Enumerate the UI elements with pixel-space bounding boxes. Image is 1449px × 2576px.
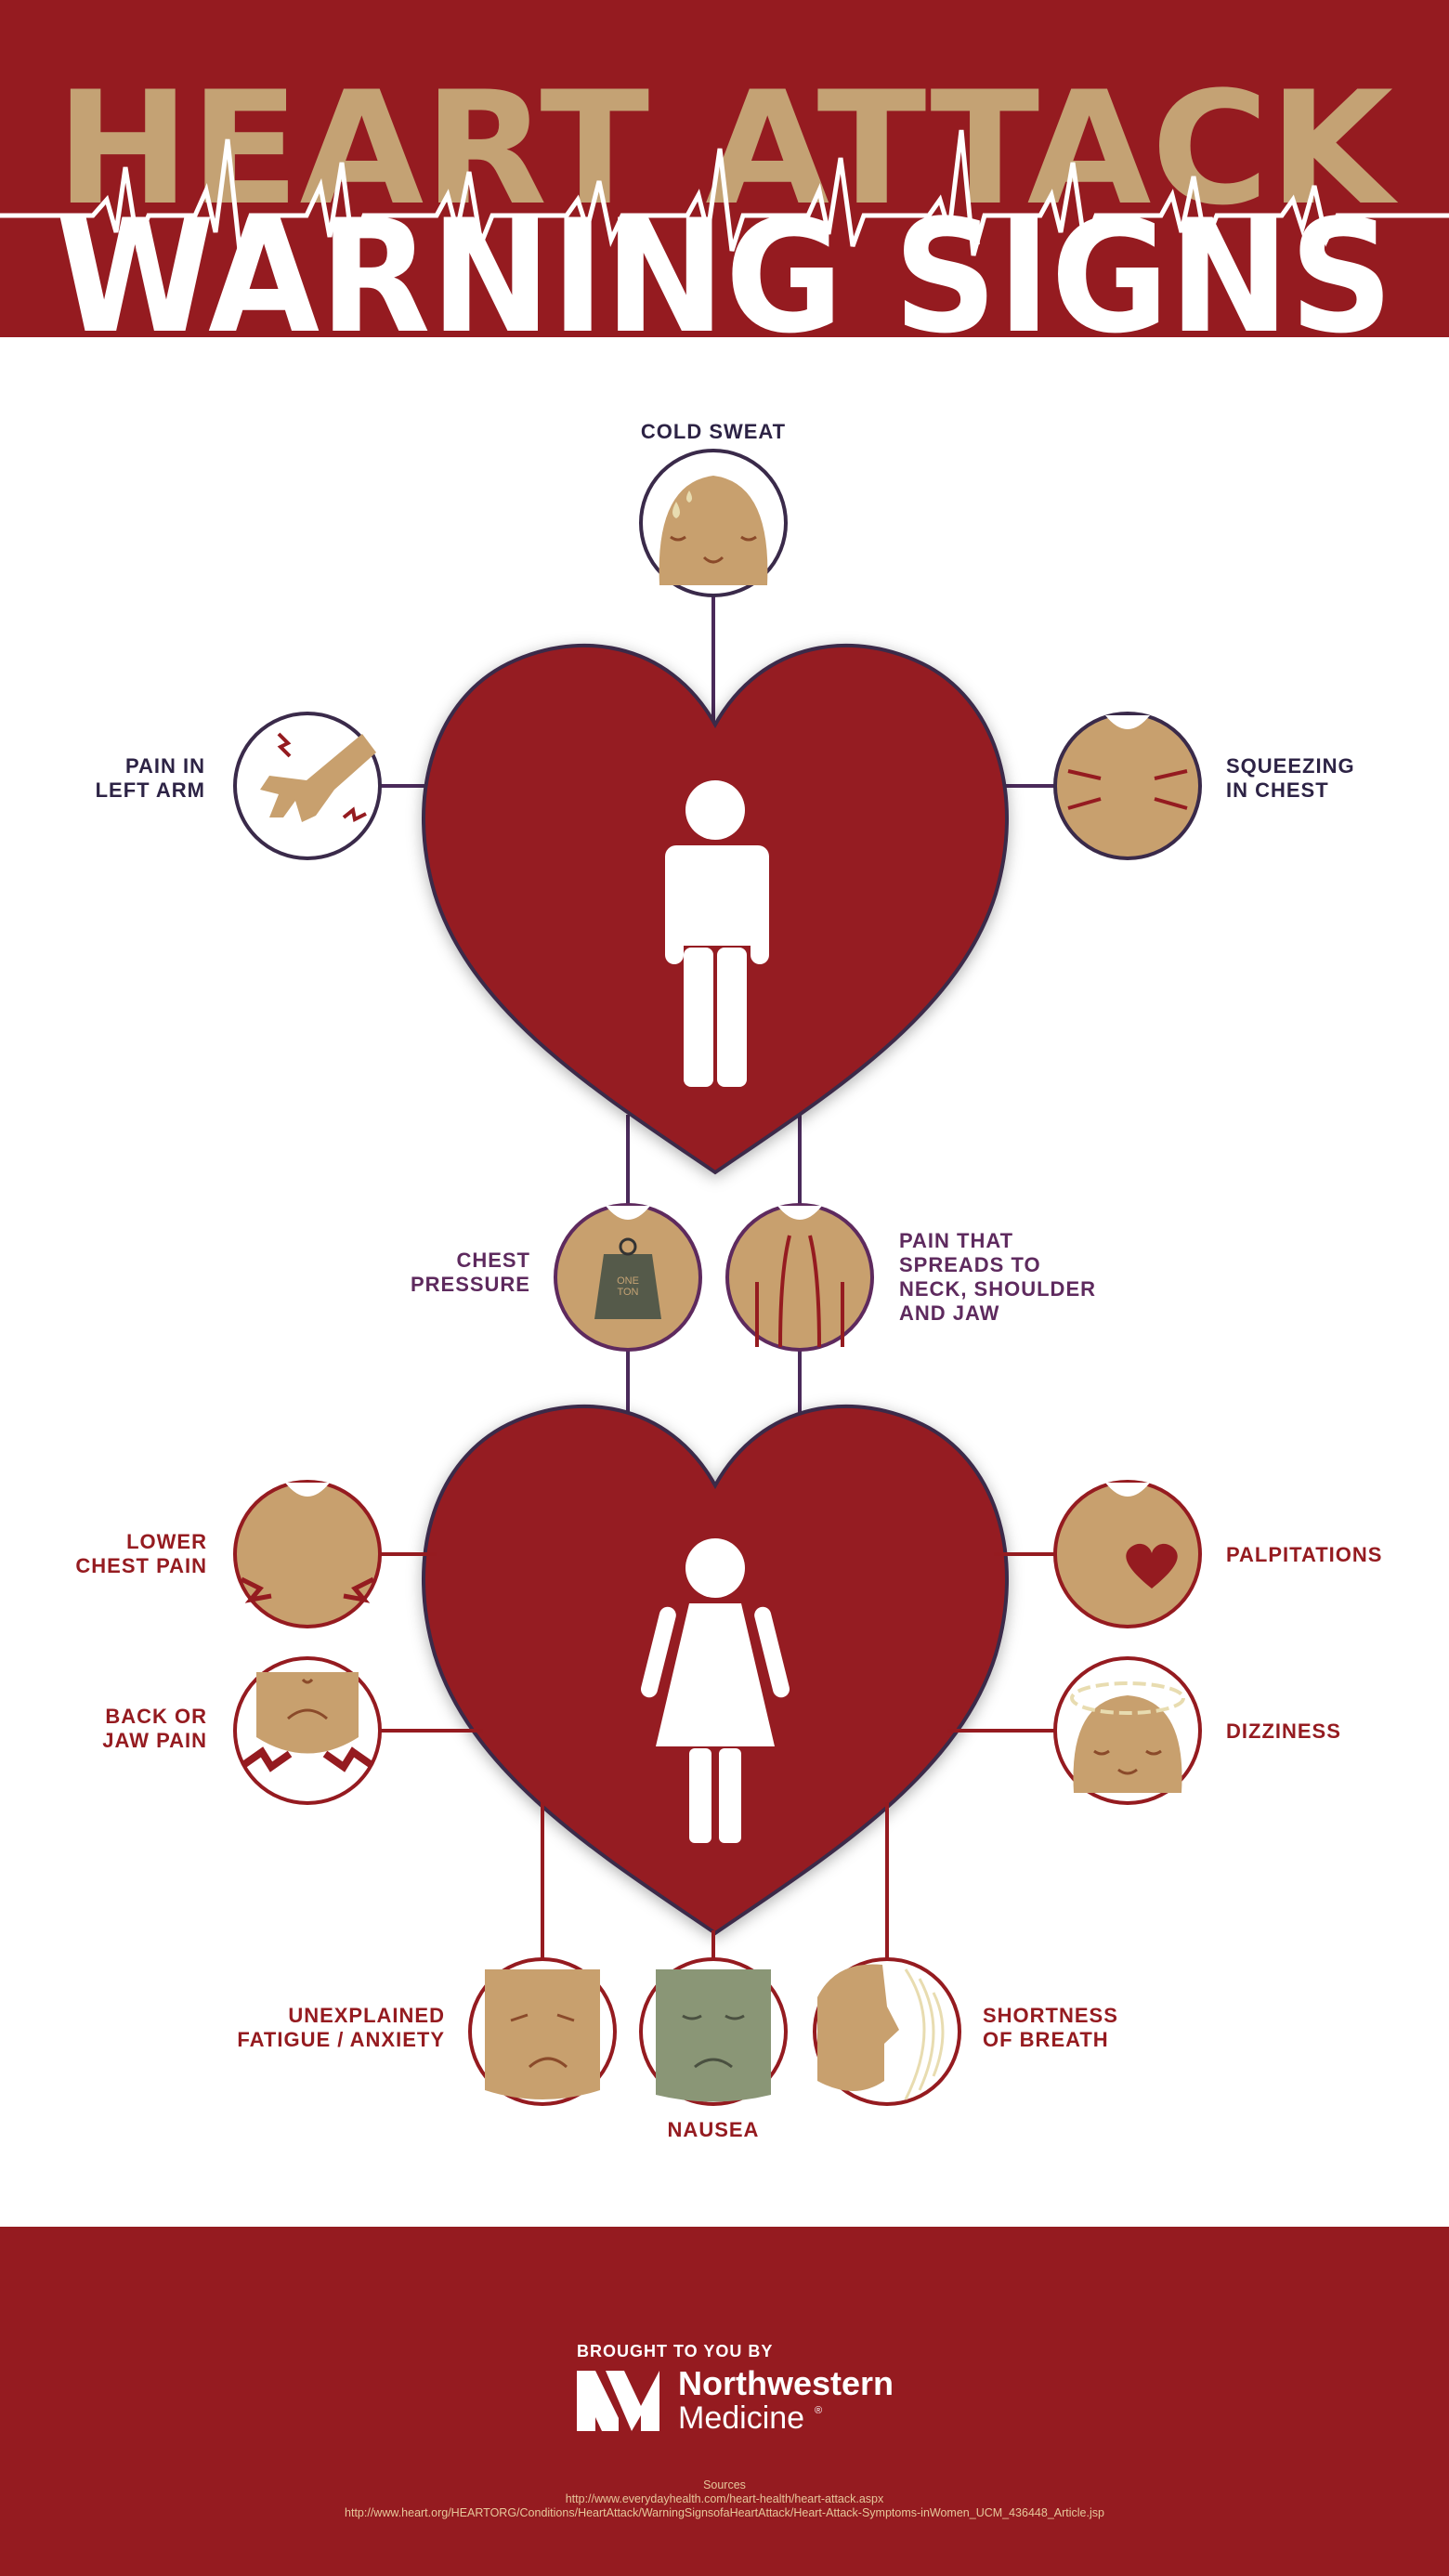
header: HEART ATTACK WARNING SIGNS <box>0 0 1449 368</box>
cold-sweat-icon <box>639 449 788 597</box>
fatigue-anxiety-icon <box>468 1957 617 2106</box>
sources-title: Sources <box>703 2478 746 2491</box>
brought-by-label: BROUGHT TO YOU BY <box>577 2342 773 2360</box>
registered-mark: ® <box>815 2405 822 2416</box>
palpitations-label: PALPITATIONS <box>1226 1543 1382 1566</box>
squeezing-chest-icon <box>1053 712 1202 860</box>
brand-line-2: Medicine <box>678 2400 804 2436</box>
cold-sweat-label: COLD SWEAT <box>641 420 786 443</box>
brand-line-1: Northwestern <box>678 2364 894 2402</box>
lower-chest-pain-icon <box>233 1480 382 1628</box>
left-arm-pain-icon <box>233 712 382 860</box>
shortness-of-breath-icon <box>813 1957 961 2106</box>
nausea-icon <box>639 1957 788 2106</box>
ecg-line-icon <box>0 129 1449 256</box>
dizziness-icon <box>1053 1656 1202 1805</box>
footer: BROUGHT TO YOU BY Northwestern Medicine … <box>0 2227 1449 2576</box>
man-icon <box>665 780 769 1087</box>
palpitations-icon <box>1053 1480 1202 1628</box>
woman-icon <box>640 1538 790 1843</box>
chest-pressure-icon: ONE TON <box>554 1203 702 1352</box>
spreading-pain-icon <box>725 1203 874 1352</box>
back-jaw-pain-icon <box>233 1656 382 1805</box>
source-link[interactable]: http://www.heart.org/HEARTORG/Conditions… <box>345 2506 1104 2519</box>
men-heart <box>421 643 1010 1174</box>
weight-label: TON <box>617 1287 638 1298</box>
women-connectors <box>379 1552 1056 1960</box>
nausea-label: NAUSEA <box>668 2118 760 2141</box>
northwestern-logo-icon <box>577 2371 659 2431</box>
weight-label: ONE <box>617 1275 639 1287</box>
title-line-2: WARNING SIGNS <box>56 186 1393 368</box>
source-link[interactable]: http://www.everydayhealth.com/heart-heal… <box>566 2492 884 2505</box>
dizziness-label: DIZZINESS <box>1226 1720 1341 1743</box>
